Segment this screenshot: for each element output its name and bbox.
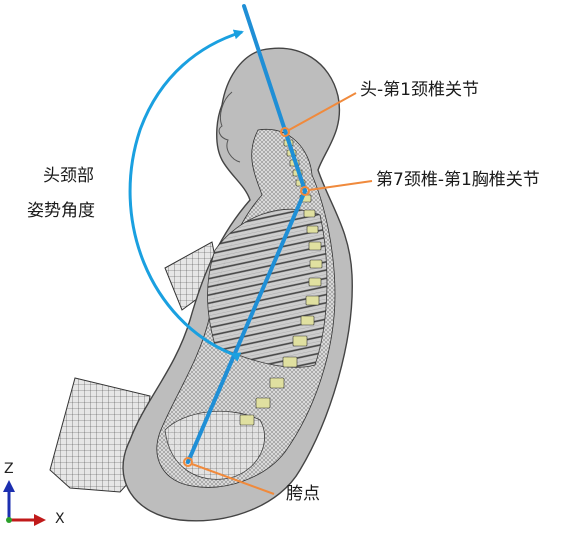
joint-head-c1-label: 头-第1颈椎关节 bbox=[360, 80, 479, 100]
coordinate-triad-icon bbox=[3, 480, 46, 526]
hip-point-marker bbox=[183, 457, 193, 467]
axis-z-label: Z bbox=[4, 461, 14, 477]
head-neck-angle-arrow bbox=[128, 29, 244, 362]
c7-t1-joint-marker bbox=[300, 186, 310, 196]
axis-x-label: X bbox=[55, 511, 65, 527]
angle-label-line1: 头颈部 bbox=[43, 166, 94, 186]
hip-point-label: 胯点 bbox=[286, 484, 320, 504]
reference-lines bbox=[186, 4, 307, 464]
leader-lines bbox=[191, 92, 373, 495]
joint-c7-t1-label: 第7颈椎-第1胸椎关节 bbox=[376, 170, 540, 190]
angle-label-line2: 姿势角度 bbox=[27, 201, 95, 221]
joint-markers bbox=[183, 127, 310, 467]
torso-reference-line bbox=[186, 189, 307, 464]
head-c1-joint-marker bbox=[280, 127, 290, 137]
head-neck-reference-line bbox=[242, 4, 307, 193]
spine bbox=[239, 139, 323, 426]
